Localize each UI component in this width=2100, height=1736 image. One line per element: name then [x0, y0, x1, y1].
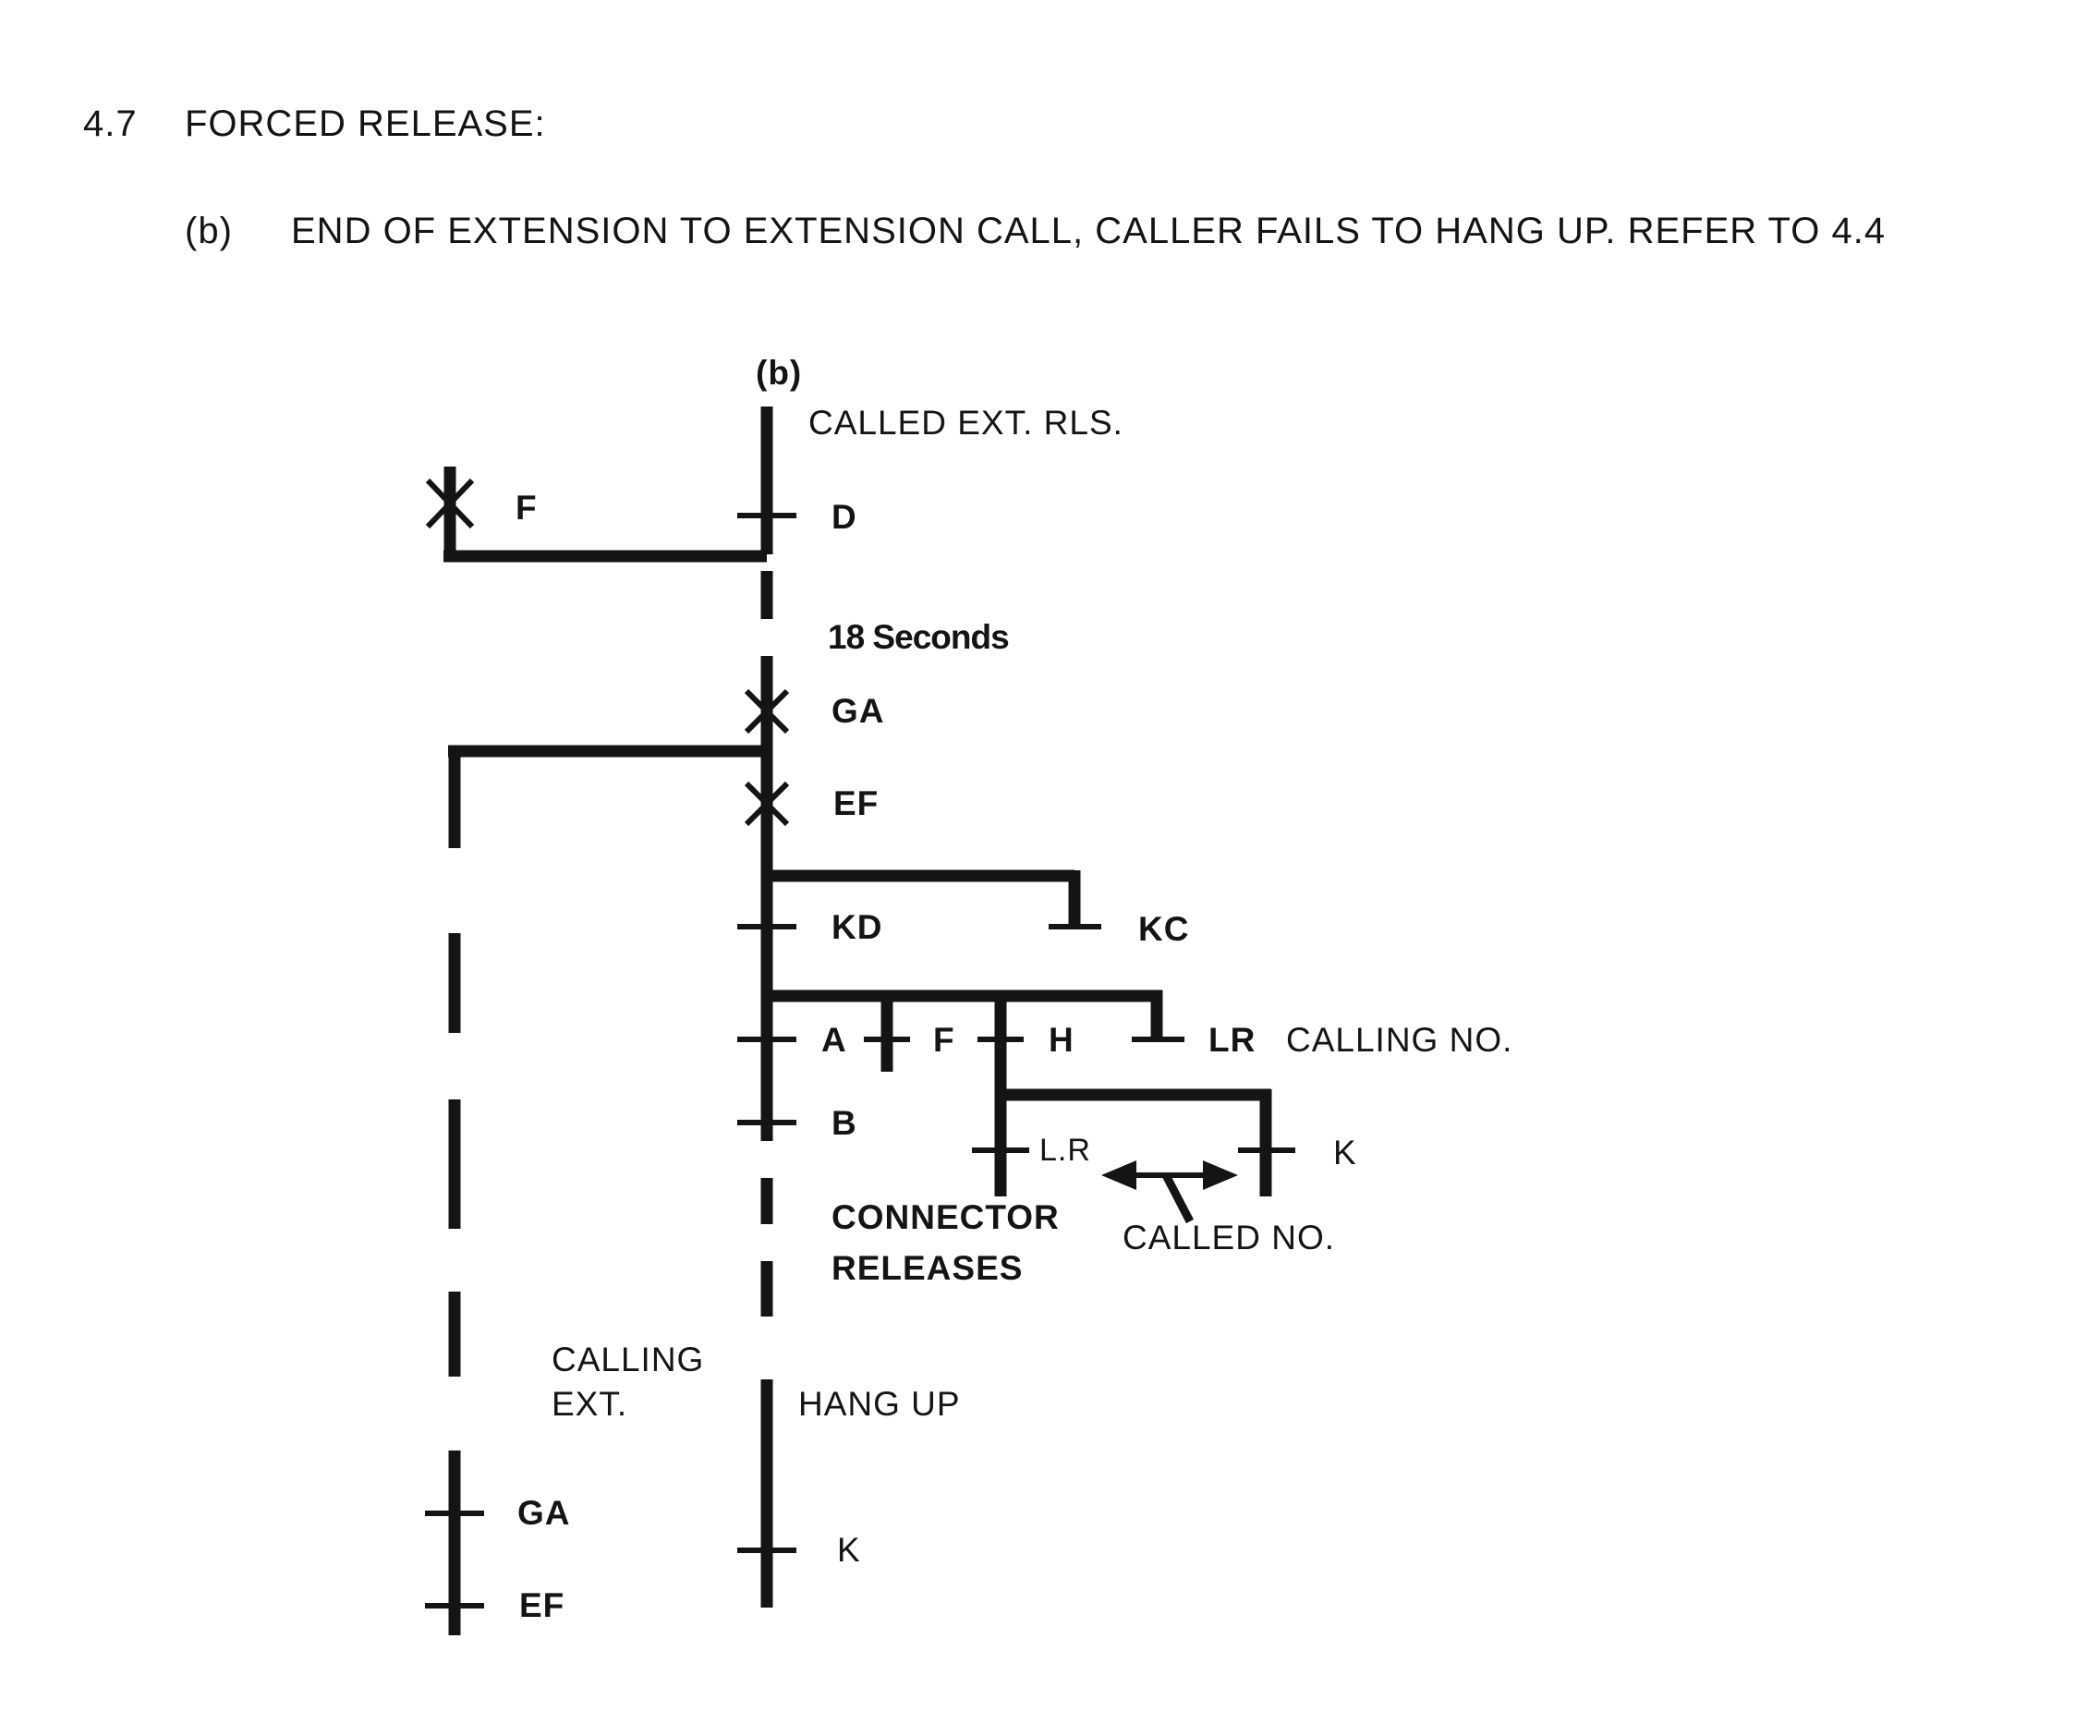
calling-label: CALLING — [552, 1341, 704, 1378]
called-no-branch — [972, 1088, 1295, 1196]
ext-label: EXT. — [552, 1385, 627, 1423]
b-label: B — [832, 1104, 857, 1142]
called-no-arrow — [1101, 1160, 1238, 1224]
called-ext-rls-label: CALLED EXT. RLS. — [808, 404, 1123, 442]
lr-top-label: LR — [1208, 1021, 1256, 1059]
h-label: H — [1049, 1021, 1074, 1059]
cross-ga — [744, 688, 790, 734]
k-right-label: K — [1333, 1134, 1357, 1171]
item-description: END OF EXTENSION TO EXTENSION CALL, CALL… — [291, 211, 1887, 251]
panel-label: (b) — [756, 354, 802, 392]
called-no-label: CALLED NO. — [1123, 1219, 1335, 1256]
ga-mid-label: GA — [832, 692, 885, 730]
kd-label: KD — [832, 908, 882, 946]
calling-no-branch — [767, 989, 1184, 1196]
k-low-label: K — [837, 1531, 861, 1569]
a-label: A — [821, 1021, 847, 1059]
connector-label: CONNECTOR — [832, 1198, 1060, 1236]
lr-low-label: L.R — [1039, 1133, 1091, 1168]
ef-low-label: EF — [519, 1586, 564, 1624]
ga-low-label: GA — [517, 1494, 571, 1532]
calling-no-label: CALLING NO. — [1286, 1021, 1512, 1059]
ef-mid-label: EF — [833, 784, 879, 822]
f-branch — [425, 467, 767, 563]
section-number: 4.7 — [83, 103, 138, 144]
kc-branch — [767, 869, 1101, 929]
item-marker: (b) — [185, 211, 233, 251]
seconds-label: 18 Seconds — [828, 618, 1009, 656]
kc-label: KC — [1138, 910, 1189, 948]
f-top-label: F — [516, 489, 538, 527]
releases-label: RELEASES — [832, 1249, 1023, 1287]
hang-up-label: HANG UP — [798, 1385, 961, 1423]
section-title: FORCED RELEASE: — [185, 103, 546, 144]
calling-ext-branch — [425, 745, 767, 1635]
d-label: D — [832, 498, 857, 536]
f-mid-label: F — [933, 1021, 955, 1059]
cross-ef — [744, 781, 790, 827]
